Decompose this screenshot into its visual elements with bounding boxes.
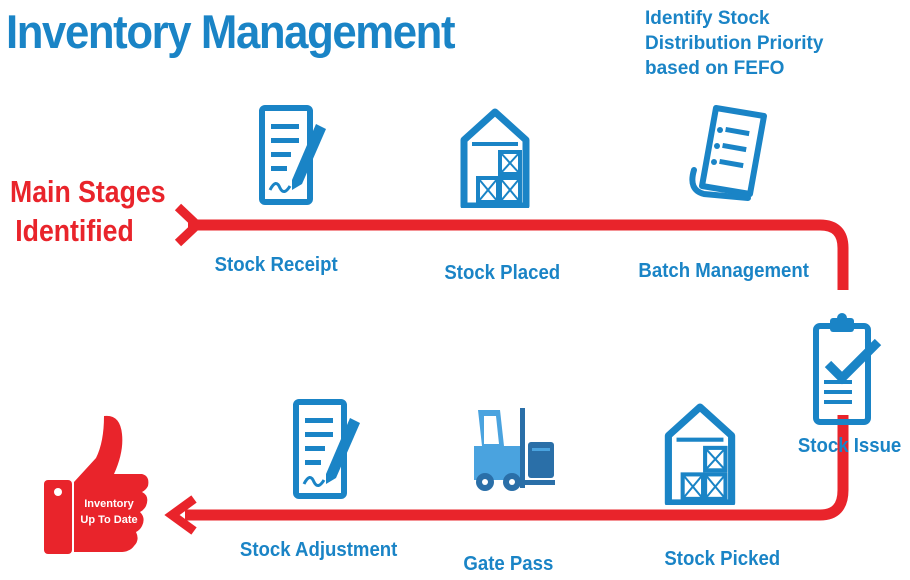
checklist-scroll-icon: [689, 105, 767, 201]
stage-label-batch-management: Batch Management: [638, 260, 809, 282]
stage-label-gate-pass: Gate Pass: [463, 553, 554, 575]
badge-text: Inventory Up To Date: [74, 496, 144, 528]
badge-line-1: Inventory: [84, 498, 134, 510]
badge-line-2: Up To Date: [80, 514, 138, 526]
warehouse-icon: [664, 403, 736, 505]
warehouse-icon: [460, 108, 530, 208]
page-title: Inventory Management: [6, 5, 456, 58]
forklift-icon: [474, 408, 555, 491]
document-pen-icon: [259, 105, 326, 205]
main-stages-line-2: Identified: [15, 213, 134, 248]
flow-line: [185, 219, 849, 521]
end-arrow-icon: [164, 495, 197, 535]
stage-label-stock-placed: Stock Placed: [444, 262, 561, 284]
thumbs-up-icon: [44, 415, 149, 554]
stage-label-stock-picked: Stock Picked: [664, 548, 781, 570]
start-chevron-icon: [174, 203, 204, 247]
fefo-note-line-2: Distribution Priority: [645, 33, 824, 54]
stage-label-stock-receipt: Stock Receipt: [214, 254, 338, 276]
stage-label-stock-issue: Stock Issue: [797, 435, 902, 457]
fefo-note: Identify Stock Distribution Priority bas…: [645, 6, 823, 81]
document-pen-icon: [293, 399, 360, 499]
fefo-note-line-3: based on FEFO: [645, 58, 785, 79]
stage-label-stock-adjustment: Stock Adjustment: [239, 539, 398, 561]
fefo-note-line-1: Identify Stock: [645, 8, 770, 29]
clipboard-check-icon: [813, 313, 882, 425]
